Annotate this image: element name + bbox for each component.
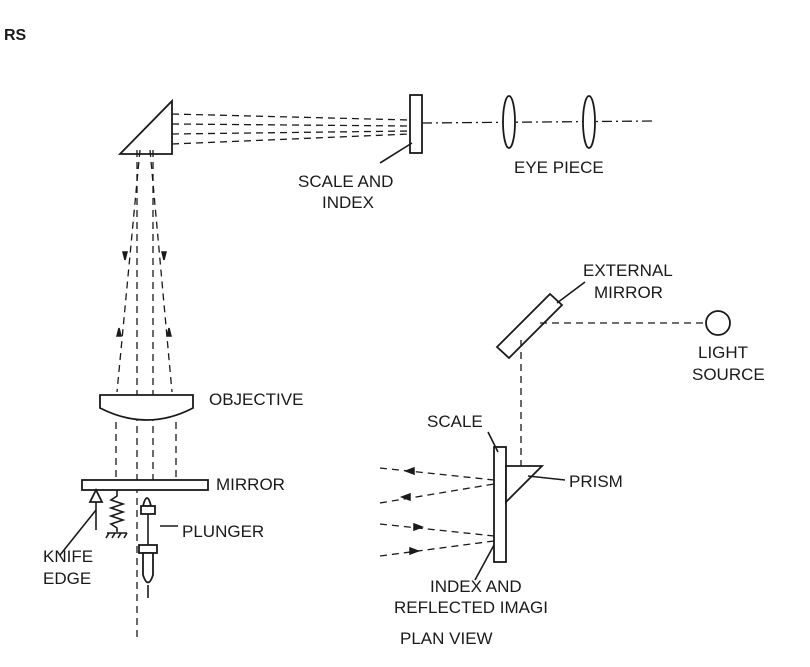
external-mirror-leader — [556, 281, 586, 304]
label-knife: KNIFE — [43, 547, 93, 566]
label-mirror: MIRROR — [216, 475, 285, 494]
scale-leader — [487, 431, 499, 453]
label-scale: SCALE — [427, 412, 483, 431]
label-index: INDEX — [322, 193, 374, 212]
label-mirror-ext: MIRROR — [594, 283, 663, 302]
plan-view-prism — [505, 465, 545, 505]
external-mirror — [495, 292, 564, 360]
plunger — [138, 497, 178, 598]
label-plunger: PLUNGER — [182, 522, 264, 541]
scale-leader-line — [379, 142, 413, 164]
eye-piece-lenses — [502, 95, 596, 149]
label-scale-and: SCALE AND — [298, 172, 393, 191]
label-external: EXTERNAL — [583, 261, 673, 280]
knife-edge — [59, 487, 104, 556]
horizontal-beams — [171, 113, 656, 145]
top-prism — [117, 98, 173, 155]
label-prism: PRISM — [569, 472, 623, 491]
label-source: SOURCE — [692, 365, 765, 384]
label-index-and: INDEX AND — [430, 577, 522, 596]
label-edge: EDGE — [43, 569, 91, 588]
corner-text: RS — [4, 27, 27, 44]
scale-and-index — [409, 94, 423, 154]
label-eye-piece: EYE PIECE — [514, 158, 604, 177]
beam-arrows — [116, 251, 172, 337]
label-objective: OBJECTIVE — [209, 390, 303, 409]
label-light: LIGHT — [698, 343, 748, 362]
index-leader — [474, 544, 495, 581]
objective-lens — [99, 394, 194, 421]
label-reflected-image: REFLECTED IMAGI — [394, 598, 548, 617]
light-source — [705, 310, 731, 336]
prism-leader — [527, 475, 566, 481]
spring — [105, 490, 128, 539]
mirror-plate — [81, 479, 209, 491]
plan-view-beams — [379, 322, 705, 557]
label-plan-view: PLAN VIEW — [400, 629, 493, 648]
plan-view-scale — [493, 446, 507, 563]
